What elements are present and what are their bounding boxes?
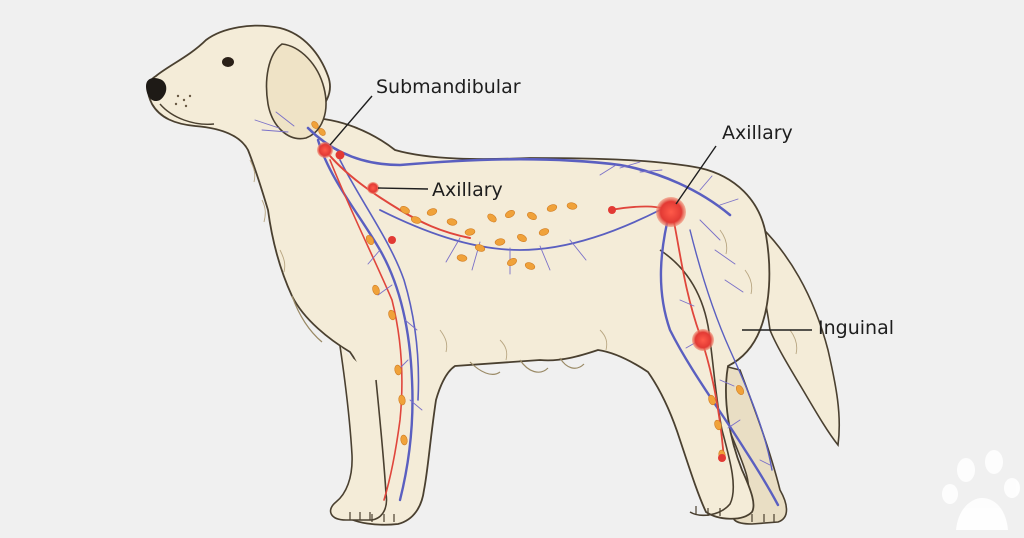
label-axillary-rear: Axillary: [722, 122, 793, 144]
vessel-hind-leg-2: [689, 229, 773, 471]
leader-axillary-front: [377, 187, 429, 190]
node-axillary-front: [367, 182, 379, 194]
vessel-dorsal-trunk: [306, 126, 732, 217]
node-front-leg: [388, 236, 396, 244]
vessel-red-front-leg: [329, 159, 403, 501]
major-lymph-nodes: [317, 142, 726, 462]
vessel-front-leg-2: [339, 159, 420, 401]
fur-strokes: [249, 159, 798, 361]
node-submandibular: [317, 142, 333, 158]
vessel-red-front: [324, 149, 471, 239]
vessel-red-hind: [609, 205, 725, 461]
vessel-hind-leg: [659, 208, 780, 507]
dog-mouth: [159, 103, 215, 125]
node-axillary-rear: [656, 197, 686, 227]
whisker-dots: [174, 94, 192, 108]
node-inguinal: [692, 329, 714, 351]
dog-body: [147, 24, 771, 526]
dog-eye: [222, 57, 234, 67]
chest-fur: [291, 295, 585, 375]
dog-illustration: [146, 24, 841, 526]
label-inguinal: Inguinal: [818, 317, 894, 339]
dog-nose: [146, 78, 167, 102]
paws: [349, 506, 775, 522]
leader-axillary-rear: [675, 145, 717, 205]
node-mid-back: [608, 206, 616, 214]
minor-lymph-nodes: [311, 121, 745, 461]
dog-ear: [265, 43, 327, 140]
paw-print-icon: [942, 450, 1020, 530]
label-submandibular: Submandibular: [376, 76, 521, 98]
label-axillary-front: Axillary: [432, 179, 503, 201]
node-popliteal: [718, 454, 726, 462]
near-front-leg: [329, 345, 388, 521]
labels: Submandibular Axillary Axillary Inguinal: [329, 76, 894, 339]
leader-submandibular: [329, 95, 373, 146]
node-prescapular: [335, 150, 345, 160]
vessel-belly: [379, 209, 661, 251]
